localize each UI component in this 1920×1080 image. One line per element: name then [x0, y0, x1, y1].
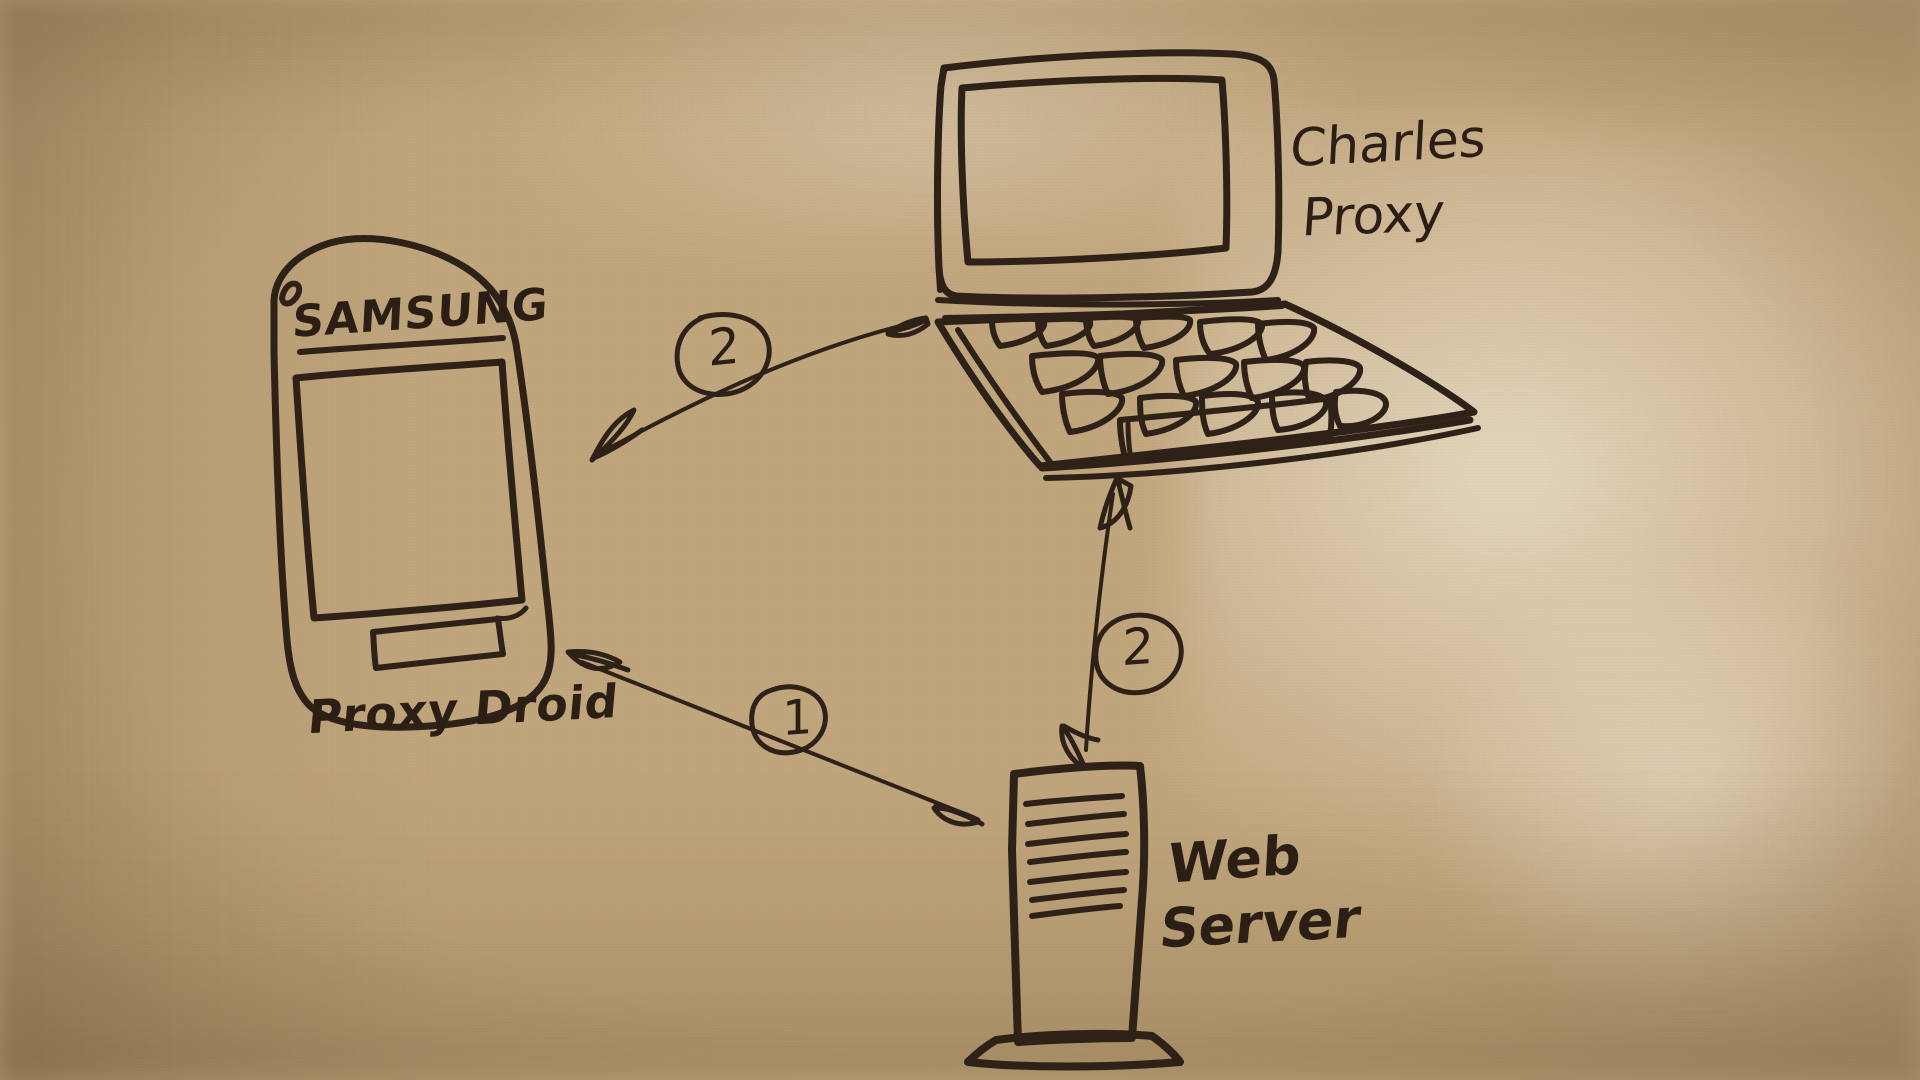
key-r1-c1 — [989, 315, 1048, 349]
laptop-trackpad — [1117, 395, 1335, 463]
key-r1-c4 — [1133, 313, 1194, 351]
key-r2-c2 — [1097, 350, 1166, 397]
phone-screen-corner-stroke — [494, 605, 529, 621]
server-body — [1008, 761, 1149, 1046]
laptop-lid-left-edge — [934, 85, 944, 293]
laptop-screen — [957, 74, 1231, 266]
phone-body-outline — [270, 235, 555, 731]
key-r1-c3 — [1083, 313, 1142, 349]
server-rack-line-7 — [1029, 903, 1123, 919]
server-rack-line-6 — [1029, 887, 1127, 903]
server-rack-line-4 — [1027, 849, 1129, 865]
bottom-shadow — [0, 780, 1920, 1080]
left-shadow — [0, 0, 430, 1080]
arrow-phone-laptop — [589, 315, 931, 463]
primary-light-glare — [1180, 130, 1920, 890]
secondary-light-glare — [1430, 560, 1920, 1020]
arrow-phone-laptop-head-left — [589, 407, 645, 463]
arrow-laptop-server-head-bottom — [1059, 723, 1101, 771]
server-rack-line-2 — [1025, 811, 1127, 827]
key-r1-c5 — [1197, 316, 1266, 357]
key-r2-c1 — [1029, 350, 1102, 395]
laptop-front-lip-lower — [1043, 425, 1481, 481]
key-r2-c5 — [1301, 357, 1364, 403]
arrow-phone-laptop-head-right — [885, 315, 931, 339]
phone-drawing — [270, 235, 555, 731]
key-r3-c5 — [1331, 387, 1389, 430]
laptop-trackpad-tick — [1125, 421, 1133, 457]
laptop-base-deck — [934, 300, 1478, 470]
key-r2-c4 — [1241, 356, 1308, 401]
server-rack-line-5 — [1027, 869, 1129, 885]
arrow-phone-server-head-left — [565, 649, 631, 673]
server-drawing — [964, 761, 1184, 1071]
phone-brand-underline — [297, 335, 506, 355]
step-circle-2-phone-laptop — [674, 312, 772, 397]
arrow-phone-server-head-right — [931, 803, 985, 827]
laptop-lid-bottom-bar — [935, 297, 1281, 308]
server-rack-line-3 — [1025, 831, 1129, 847]
laptop-drawing — [934, 49, 1481, 481]
step-circle-2-laptop-server — [1093, 612, 1184, 696]
key-r3-c4 — [1269, 389, 1330, 433]
phone-home-button — [370, 616, 506, 671]
phone-screen — [292, 358, 526, 622]
key-r1-c2 — [1035, 315, 1094, 349]
arrow-laptop-server-head-top — [1097, 475, 1134, 531]
laptop-deck-bevel — [955, 327, 1053, 465]
server-rack-line-1 — [1023, 793, 1125, 807]
key-r2-c3 — [1173, 354, 1240, 399]
arrow-laptop-server — [1059, 475, 1134, 771]
server-base-plinth — [964, 1029, 1184, 1071]
step-circle-1-phone-server — [749, 684, 828, 756]
key-r1-c6 — [1255, 318, 1318, 363]
phone-top-tick — [279, 280, 303, 307]
key-r3-c3 — [1199, 391, 1262, 437]
key-r3-c1 — [1059, 388, 1126, 435]
